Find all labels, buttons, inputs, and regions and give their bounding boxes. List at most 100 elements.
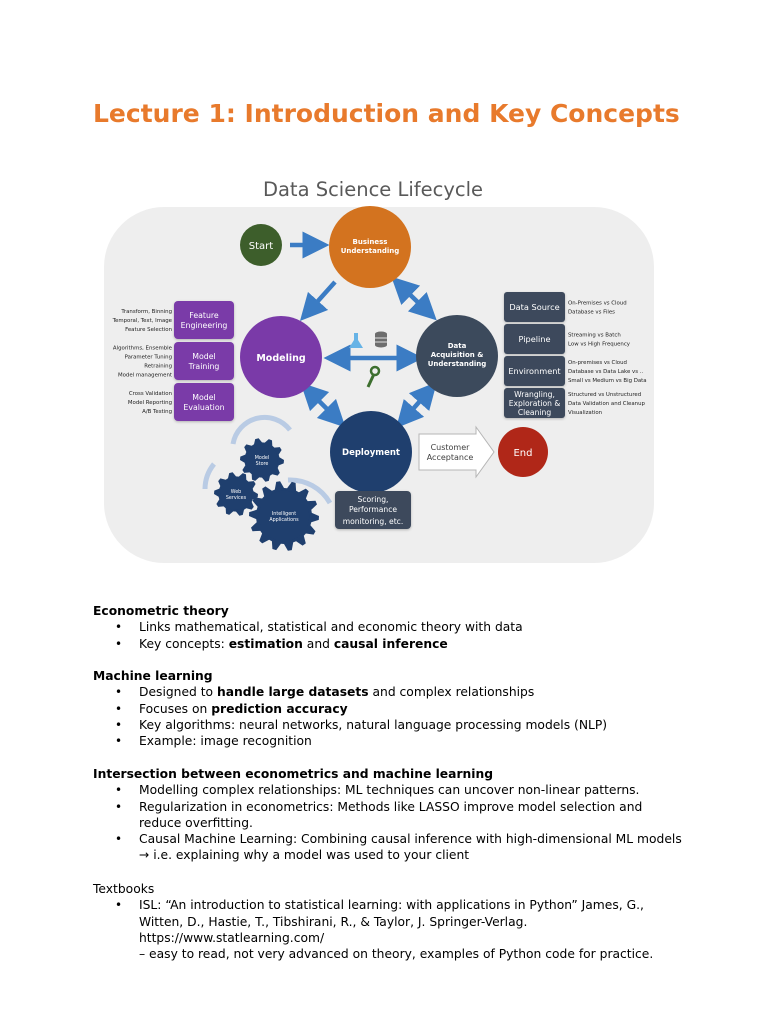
- database-icon: [375, 331, 387, 348]
- bullet-icon: •: [115, 734, 123, 749]
- list-item: •ISL: “An introduction to statistical le…: [115, 898, 654, 962]
- svg-text:Training: Training: [188, 362, 220, 371]
- end-node: End: [498, 427, 548, 477]
- section-econometric-theory: Econometric theory •Links mathematical, s…: [93, 603, 683, 652]
- svg-text:Engineering: Engineering: [181, 321, 228, 330]
- svg-text:Customer: Customer: [431, 443, 471, 452]
- svg-text:Low vs High Frequency: Low vs High Frequency: [568, 342, 631, 348]
- page-title: Lecture 1: Introduction and Key Concepts: [93, 99, 680, 128]
- svg-text:Scoring,: Scoring,: [358, 495, 389, 504]
- bullet-icon: •: [115, 620, 123, 635]
- section-heading: Econometric theory: [93, 604, 229, 618]
- svg-text:Retraining: Retraining: [144, 364, 172, 370]
- section-textbooks: Textbooks •ISL: “An introduction to stati…: [93, 881, 683, 962]
- svg-text:Database vs Data Lake vs ..: Database vs Data Lake vs ..: [568, 369, 643, 375]
- svg-text:Algorithms, Ensemble: Algorithms, Ensemble: [113, 346, 173, 352]
- flow-arrows: [290, 231, 437, 429]
- svg-text:Deployment: Deployment: [342, 448, 400, 458]
- start-node: Start: [240, 224, 282, 266]
- svg-text:Model Reporting: Model Reporting: [128, 400, 172, 406]
- bullet-list: •ISL: “An introduction to statistical le…: [93, 897, 683, 962]
- svg-text:Transform, Binning: Transform, Binning: [120, 309, 172, 315]
- science-icon: [349, 333, 363, 348]
- svg-text:Feature Selection: Feature Selection: [125, 327, 172, 333]
- svg-text:Evaluation: Evaluation: [183, 403, 224, 412]
- bullet-list: •Designed to handle large datasets and c…: [93, 684, 683, 749]
- list-item: •Designed to handle large datasets and c…: [115, 685, 535, 700]
- svg-text:Business: Business: [353, 238, 388, 246]
- modeling-node: Modeling: [240, 316, 322, 398]
- svg-text:Model: Model: [255, 455, 269, 461]
- right-stage-box: Data Source On-Premises vs CloudDatabase …: [504, 292, 627, 322]
- svg-text:Web: Web: [231, 489, 241, 495]
- right-stage-box: Wrangling,Exploration &CleaningStructure…: [504, 388, 645, 418]
- list-item: •Causal Machine Learning: Combining caus…: [115, 832, 682, 863]
- list-item: •Key algorithms: neural networks, natura…: [115, 717, 608, 732]
- svg-text:Start: Start: [249, 241, 274, 252]
- svg-text:Model: Model: [192, 352, 215, 361]
- list-item: •Links mathematical, statistical and eco…: [115, 620, 523, 635]
- svg-text:End: End: [513, 448, 532, 459]
- diagram-title: Data Science Lifecycle: [263, 178, 483, 201]
- bullet-icon: •: [115, 898, 123, 913]
- data-stage-boxes: Data Source On-Premises vs CloudDatabase …: [504, 292, 647, 418]
- svg-text:Understanding: Understanding: [428, 360, 487, 368]
- scoring-box: Scoring, Performance monitoring, etc.: [335, 491, 411, 529]
- section-machine-learning: Machine learning •Designed to handle larg…: [93, 668, 683, 749]
- list-item: •Regularization in econometrics: Methods…: [115, 799, 643, 830]
- svg-text:Feature: Feature: [189, 311, 219, 320]
- section-heading: Machine learning: [93, 669, 213, 683]
- section-intersection: Intersection between econometrics and ma…: [93, 766, 683, 864]
- svg-text:Services: Services: [226, 495, 247, 501]
- svg-text:On-premises vs Cloud: On-premises vs Cloud: [568, 360, 627, 366]
- svg-text:Store: Store: [256, 461, 269, 467]
- bullet-list: •Links mathematical, statistical and eco…: [93, 619, 683, 652]
- business-understanding-node: Business Understanding: [329, 206, 411, 288]
- section-heading: Textbooks: [93, 882, 155, 896]
- bullet-icon: •: [115, 832, 123, 847]
- svg-text:A/B Testing: A/B Testing: [142, 409, 172, 415]
- svg-text:Database vs Files: Database vs Files: [568, 310, 615, 316]
- svg-text:Structured vs Unstructured: Structured vs Unstructured: [568, 392, 641, 398]
- bullet-icon: •: [115, 636, 123, 651]
- bullet-icon: •: [115, 783, 123, 798]
- svg-text:Acquisition &: Acquisition &: [431, 351, 484, 359]
- svg-text:Data Source: Data Source: [509, 302, 559, 312]
- svg-text:Model management: Model management: [118, 373, 172, 379]
- svg-text:monitoring, etc.: monitoring, etc.: [343, 517, 404, 526]
- bullet-icon: •: [115, 799, 123, 814]
- deployment-node: Deployment: [330, 411, 412, 493]
- svg-text:Visualization: Visualization: [568, 410, 602, 416]
- svg-text:Acceptance: Acceptance: [427, 453, 474, 462]
- data-acquisition-node: Data Acquisition & Understanding: [416, 315, 498, 397]
- svg-text:Parameter Tuning: Parameter Tuning: [125, 355, 172, 361]
- svg-text:Model: Model: [192, 393, 215, 402]
- right-stage-box: Environment On-premises vs CloudDatabase …: [504, 356, 647, 386]
- svg-text:On-Premises vs Cloud: On-Premises vs Cloud: [568, 301, 627, 307]
- bullet-icon: •: [115, 717, 123, 732]
- svg-text:Exploration &: Exploration &: [509, 399, 561, 408]
- data-science-lifecycle-diagram: Data Science Lifecycle Start Business Un…: [104, 178, 654, 563]
- section-heading: Intersection between econometrics and ma…: [93, 767, 494, 781]
- svg-text:Cleaning: Cleaning: [518, 408, 551, 417]
- svg-text:Understanding: Understanding: [341, 247, 400, 255]
- svg-text:Intelligent: Intelligent: [272, 511, 296, 517]
- svg-text:Pipeline: Pipeline: [518, 334, 550, 344]
- bullet-icon: •: [115, 701, 123, 716]
- svg-text:Data: Data: [448, 342, 467, 350]
- list-item: •Key concepts: estimation and causal inf…: [115, 636, 448, 651]
- tool-icon: [366, 365, 381, 388]
- svg-text:Small vs Medium vs Big Data: Small vs Medium vs Big Data: [568, 378, 647, 384]
- svg-text:Performance: Performance: [349, 505, 397, 514]
- bullet-icon: •: [115, 685, 123, 700]
- svg-text:Environment: Environment: [508, 366, 561, 376]
